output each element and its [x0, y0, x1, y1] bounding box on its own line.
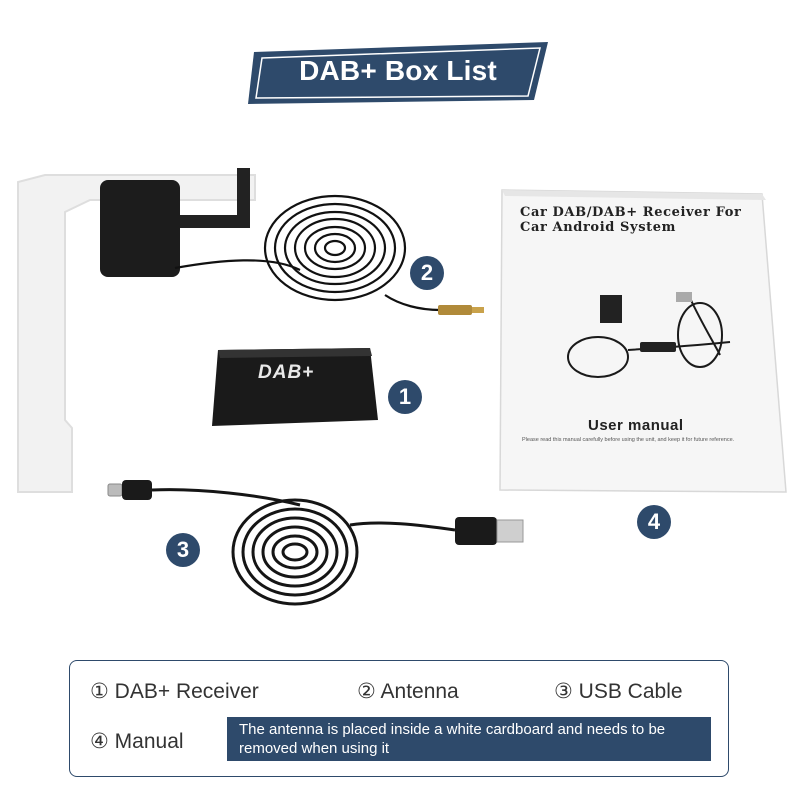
badge-2: 2	[410, 256, 444, 290]
legend-box: ① DAB+ Receiver ② Antenna ③ USB Cable ④ …	[69, 660, 729, 777]
banner-title: DAB+ Box List	[299, 55, 497, 86]
badge-3: 3	[166, 533, 200, 567]
legend-item-usb-cable: ③ USB Cable	[554, 680, 683, 703]
manual-small-print: Please read this manual carefully before…	[522, 437, 735, 443]
title-banner: DAB+ Box List	[248, 42, 552, 104]
manual-booklet	[499, 189, 787, 493]
receiver-dab-logo: DAB+	[258, 362, 315, 383]
manual-title-text: Car DAB/DAB+ Receiver For Car Android Sy…	[520, 205, 742, 235]
badge-1: 1	[388, 380, 422, 414]
legend-item-manual: ④ Manual	[90, 730, 184, 753]
banner-ribbon-shape	[248, 42, 548, 104]
cardboard-holder	[17, 174, 256, 493]
dab-receiver	[212, 348, 378, 426]
product-photo	[17, 168, 787, 606]
antenna-note: The antenna is placed inside a white car…	[227, 717, 711, 761]
usb-cable	[107, 480, 524, 606]
legend-item-receiver: ① DAB+ Receiver	[90, 680, 259, 703]
antenna	[100, 168, 484, 315]
legend-item-antenna: ② Antenna	[357, 680, 459, 703]
badge-4: 4	[637, 505, 671, 539]
manual-user-manual-text: User manual	[588, 417, 684, 434]
